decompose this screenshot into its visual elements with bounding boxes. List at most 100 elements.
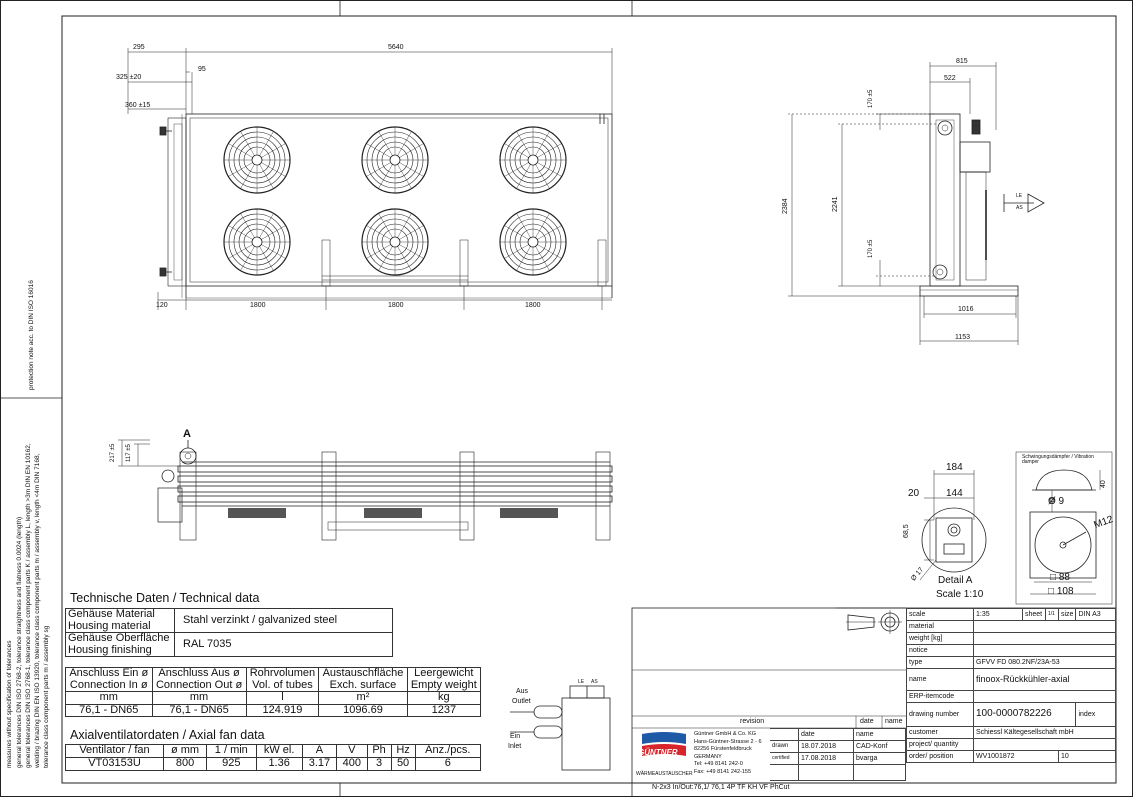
- fan-header: kW el.: [255, 744, 303, 758]
- dim-217: 217 ±5: [110, 443, 116, 462]
- pipe-label-inlet: Inlet: [508, 743, 522, 750]
- position-value: 10: [1058, 750, 1116, 763]
- front-view: [159, 113, 613, 299]
- dim-1800-b: 1800: [388, 302, 404, 309]
- certified-label: certified: [770, 752, 799, 765]
- bottom-view: [157, 440, 613, 541]
- unit-cell: kg: [406, 691, 482, 705]
- sheet-label: sheet: [1022, 608, 1046, 621]
- dim-1016: 1016: [958, 306, 974, 313]
- fan-header: Ventilator / fan: [65, 744, 164, 758]
- pipe-label-le: LE: [578, 679, 585, 685]
- certified-date: 17.08.2018: [798, 752, 854, 765]
- dim-68-5: 68,5: [903, 524, 910, 538]
- fan-table: Ventilator / fan ø mm 1 / min kW el. A V…: [65, 744, 482, 771]
- detail-damper: [1015, 451, 1113, 605]
- size-label: size: [1057, 608, 1077, 621]
- dim-170-top: 170 ±5: [868, 89, 874, 108]
- unit-cell: mm: [65, 691, 153, 705]
- footer-note: N-2x3 In/Out:76,1/ 76,1 4P TF KH VF PhCu…: [652, 784, 790, 791]
- dim-144: 144: [946, 488, 963, 499]
- name-label: name: [906, 668, 974, 691]
- type-value: GFVV FD 080.2NF/23A-53: [973, 656, 1116, 669]
- drawn-date: 18.07.2018: [798, 740, 854, 753]
- side-note: welding / brazing DIN EN ISO 13920, tole…: [34, 453, 41, 768]
- index-label: index: [1075, 702, 1116, 727]
- dim-295: 295: [133, 44, 145, 51]
- material-label: material: [906, 620, 974, 633]
- unit-cell: m²: [318, 691, 408, 705]
- dim-2384: 2384: [782, 198, 789, 214]
- company-logo: GÜNTNER WÄRMEAUSTAUSCHER: [636, 730, 693, 777]
- fan-header: 1 / min: [206, 744, 257, 758]
- dim-20: 20: [908, 488, 920, 499]
- fan-grille-icon: [223, 208, 291, 276]
- company-address: Güntner GmbH & Co. KG Hans-Güntner-Stras…: [694, 731, 762, 775]
- order-value: WV1001872: [973, 750, 1059, 763]
- fan-header: V: [336, 744, 368, 758]
- front-dimensions: [127, 48, 613, 310]
- guentner-logo-icon: [642, 732, 686, 756]
- dim-2241: 2241: [832, 196, 839, 212]
- side-note: general tolerances DIN ISO 2768-2, toler…: [16, 516, 23, 768]
- revision-name-label: name: [885, 718, 903, 725]
- type-label: type: [906, 656, 974, 669]
- date-col-label: date: [798, 728, 854, 741]
- dim-5640: 5640: [388, 44, 404, 51]
- dim-95: 95: [198, 66, 206, 73]
- pipe-label-as: AS: [591, 679, 598, 685]
- pipe-diagram: [510, 685, 611, 771]
- arrow-label-le: LE: [1016, 193, 1023, 199]
- side-note: tolerance class component parts m / asse…: [43, 625, 50, 768]
- detail-a-title: Detail A: [938, 575, 973, 586]
- notice-label: notice: [906, 644, 974, 657]
- dim-360: 360 ±15: [125, 102, 151, 109]
- dim-117: 117 ±5: [126, 444, 132, 462]
- fan-value: 400: [336, 757, 368, 771]
- arrow-label-as: AS: [1016, 205, 1023, 211]
- value-cell: 76,1 - DN65: [65, 703, 153, 718]
- erp-label: ERP-itemcode: [906, 690, 974, 703]
- revision-date-label: date: [860, 718, 874, 725]
- side-note: measures without specification of tolera…: [6, 640, 13, 768]
- side-note: general tolerances DIN ISO 2768-1, toler…: [25, 443, 32, 768]
- tech-data-title: Technische Daten / Technical data: [70, 591, 260, 605]
- dim-diameter-9: Ø 9: [1048, 496, 1065, 507]
- scale-label: scale: [906, 608, 974, 621]
- title-block-right: scale 1:35 sheet 1/1 size DIN A3 materia…: [906, 608, 1116, 763]
- value-cell: 124.919: [245, 703, 320, 718]
- drawn-name: CAD-Konf: [853, 740, 906, 753]
- dim-170-bottom: 170 ±5: [868, 239, 874, 258]
- fan-grid: [223, 126, 567, 276]
- title-block-frame: [631, 607, 1117, 784]
- damper-note: Schwingungsdämpfer / Vibration damper: [1022, 454, 1094, 465]
- detail-a-scale: Scale 1:10: [936, 589, 984, 600]
- housing-finish-value: RAL 7035: [174, 632, 393, 658]
- pipe-label-ein: Ein: [510, 733, 521, 740]
- dim-1800-a: 1800: [250, 302, 266, 309]
- fan-grille-icon: [499, 126, 567, 194]
- drawing-number-label: drawing number: [906, 702, 974, 727]
- pipe-label-outlet: Outlet: [512, 698, 531, 705]
- fan-grille-icon: [223, 126, 291, 194]
- dim-1800-c: 1800: [525, 302, 541, 309]
- customer-label: customer: [906, 726, 974, 739]
- logo-subtext: WÄRMEAUSTAUSCHER: [636, 771, 693, 777]
- dim-square-88: □ 88: [1050, 572, 1070, 583]
- fan-header: Ph: [366, 744, 392, 758]
- fan-value: 925: [206, 757, 257, 771]
- fan-header: ø mm: [162, 744, 208, 758]
- fan-header: A: [301, 744, 338, 758]
- side-note: protection note acc. to DIN ISO 16016: [28, 280, 35, 390]
- inner-border: [61, 15, 1117, 784]
